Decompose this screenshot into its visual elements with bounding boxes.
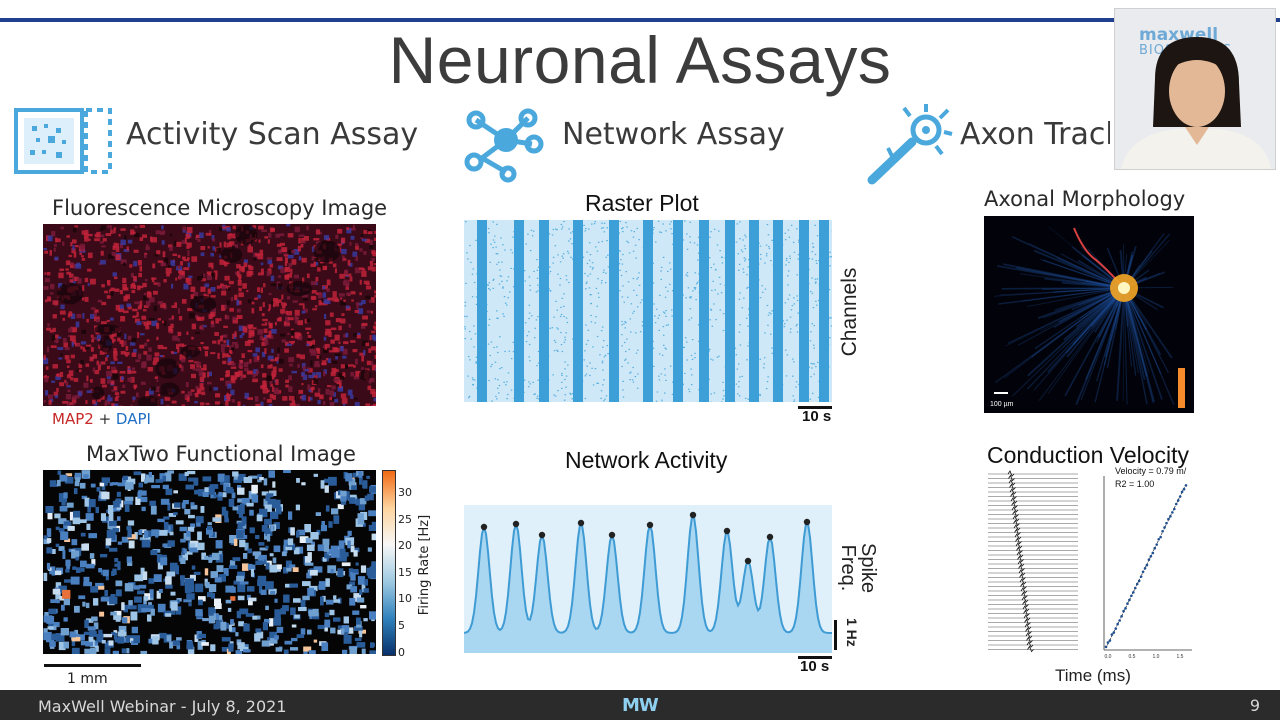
colorbar-ticks: 30 25 20 15 10 5 0 [398,486,422,659]
conduction-traces [988,470,1080,660]
svg-text:1.5: 1.5 [1177,654,1184,660]
functional-title: MaxTwo Functional Image [86,442,356,466]
activity-ylabel-line2: Freq. [837,544,859,592]
activity-scale-x-label: 10 s [800,658,830,675]
stain-map2: MAP2 [52,410,94,428]
colorbar-tick: 25 [398,512,412,526]
axon-track-heading: Axon Track [960,117,1110,152]
colorbar-label: Firing Rate [Hz] [417,515,437,615]
colorbar-tick: 20 [398,539,412,553]
footer-bar [0,690,1280,720]
scale-bar-1mm [44,664,141,667]
activity-scale-y-label: 1 Hz [844,618,860,647]
time-axis-label: Time (ms) [1055,666,1131,685]
page-number: 9 [1249,696,1260,715]
activity-scan-icon [14,104,114,176]
raster-scale-label: 10 s [802,408,832,425]
colorbar-label-text: Firing Rate [Hz] [417,514,432,616]
raster-scale-bar [798,406,832,409]
colorbar-tick: 5 [398,619,405,632]
svg-text:100 µm: 100 µm [990,401,1014,408]
raster-ylabel: Channels [838,268,862,357]
stain-plus: + [93,410,116,428]
title-bar-line [0,18,1280,22]
axonal-morphology-image: 100 µm [984,216,1194,413]
raster-plot [464,220,834,403]
network-activity-plot [463,505,832,653]
axon-track-icon [864,102,954,186]
raster-ylabel-text: Channels [838,267,861,357]
activity-scale-bar-y [834,620,837,650]
fluorescence-title: Fluorescence Microscopy Image [52,196,388,220]
activity-scale-bar-x [798,656,832,659]
activity-title: Network Activity [565,447,728,473]
slide-title: Neuronal Assays [388,23,892,97]
activity-ylabel-text: Spike Freq. [837,528,879,608]
presenter-figure [1121,37,1271,169]
r2-text: R2 = 1.00 [1115,479,1155,489]
network-heading: Network Assay [562,117,785,152]
raster-title: Raster Plot [585,190,699,216]
conduction-title: Conduction Velocity [987,442,1190,468]
firing-rate-colorbar [382,470,396,656]
colorbar-tick: 30 [398,486,412,499]
conduction-velocity-plot: 1200100080060040020000.00.51.01.5 [1081,470,1196,660]
activity-ylabel-line1: Spike [857,542,879,594]
colorbar-tick: 10 [398,592,412,606]
footer-text: MaxWell Webinar - July 8, 2021 [38,697,287,716]
stain-dapi: DAPI [115,410,151,428]
velocity-text: Velocity = 0.79 m/ [1115,466,1187,476]
network-icon [462,106,544,184]
svg-text:1.0: 1.0 [1153,654,1160,660]
svg-text:0.5: 0.5 [1129,654,1136,660]
presenter-webcam: maxwell BIOSYSTEMS [1114,8,1276,170]
scale-label-1mm: 1 mm [67,671,108,687]
fluorescence-image [43,224,382,411]
axonal-title: Axonal Morphology [984,187,1186,211]
stain-legend: MAP2 + DAPI [52,410,151,428]
colorbar-tick: 0 [398,645,405,659]
functional-image [43,470,379,659]
colorbar-tick: 15 [398,565,412,579]
svg-text:0.0: 0.0 [1105,654,1112,660]
activity-scan-heading: Activity Scan Assay [126,117,419,152]
footer-logo: MW [622,695,659,716]
